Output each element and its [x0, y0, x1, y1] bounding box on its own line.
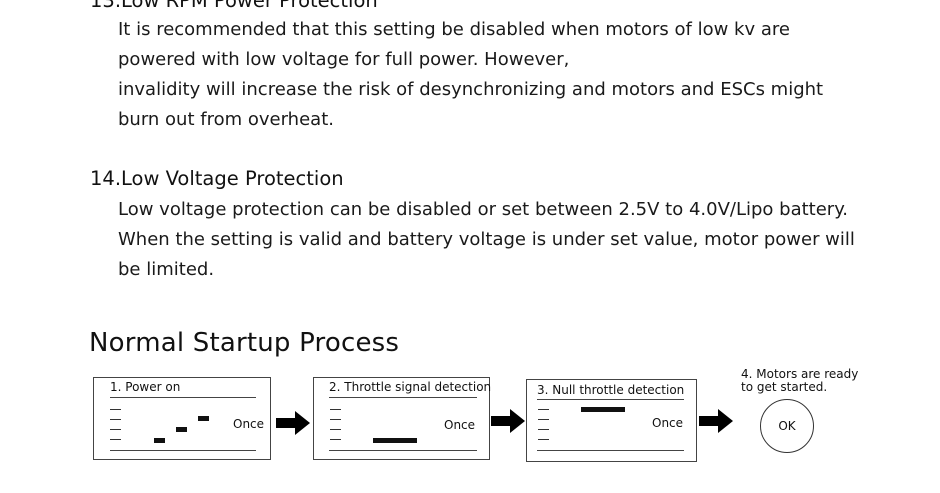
step-title: 1. Power on	[110, 380, 181, 394]
body-line: Low voltage protection can be disabled o…	[118, 199, 849, 220]
signal-beep	[373, 438, 417, 443]
arrow-right-icon	[276, 411, 310, 435]
step-count: Once	[652, 416, 684, 430]
arrow-right-icon	[699, 409, 733, 433]
section-14-body: Low voltage protection can be disabled o…	[118, 195, 855, 285]
tick-mark	[110, 419, 121, 420]
divider	[110, 397, 256, 398]
step-title: 3. Null throttle detection	[537, 383, 685, 397]
tick-mark	[538, 439, 549, 440]
body-line: burn out from overheat.	[118, 109, 334, 130]
tick-mark	[538, 429, 549, 430]
note-line: to get started.	[741, 380, 828, 394]
signal-beep	[176, 427, 187, 432]
section-14-title: 14.Low Voltage Protection	[90, 167, 344, 190]
tick-mark	[538, 409, 549, 410]
step-4-note: 4. Motors are ready to get started.	[741, 368, 858, 394]
tick-mark	[330, 439, 341, 440]
signal-beep	[198, 416, 209, 421]
tick-mark	[330, 429, 341, 430]
note-line: 4. Motors are ready	[741, 367, 859, 381]
divider	[537, 399, 684, 400]
step-title: 2. Throttle signal detection	[329, 380, 492, 394]
divider	[329, 397, 477, 398]
body-line: powered with low voltage for full power.…	[118, 49, 570, 70]
section-13-title: 13.Low RPM Power Protection	[90, 0, 378, 12]
tick-mark	[538, 419, 549, 420]
body-line: be limited.	[118, 259, 215, 280]
step-1-box: 1. Power on Once	[93, 377, 271, 460]
divider	[329, 450, 477, 451]
ok-circle: OK	[760, 399, 814, 453]
body-line: invalidity will increase the risk of des…	[118, 79, 824, 100]
signal-beep	[581, 407, 625, 412]
section-13-body: It is recommended that this setting be d…	[118, 15, 823, 135]
tick-mark	[110, 409, 121, 410]
tick-mark	[110, 439, 121, 440]
step-count: Once	[444, 418, 476, 432]
tick-mark	[110, 429, 121, 430]
body-line: When the setting is valid and battery vo…	[118, 229, 855, 250]
tick-mark	[330, 409, 341, 410]
step-3-box: 3. Null throttle detection Once	[526, 379, 697, 462]
divider	[110, 450, 256, 451]
tick-mark	[330, 419, 341, 420]
divider	[537, 450, 684, 451]
body-line: It is recommended that this setting be d…	[118, 19, 790, 40]
signal-beep	[154, 438, 165, 443]
arrow-right-icon	[491, 409, 525, 433]
startup-heading: Normal Startup Process	[89, 328, 400, 358]
step-count: Once	[233, 417, 265, 431]
step-2-box: 2. Throttle signal detection Once	[313, 377, 492, 460]
